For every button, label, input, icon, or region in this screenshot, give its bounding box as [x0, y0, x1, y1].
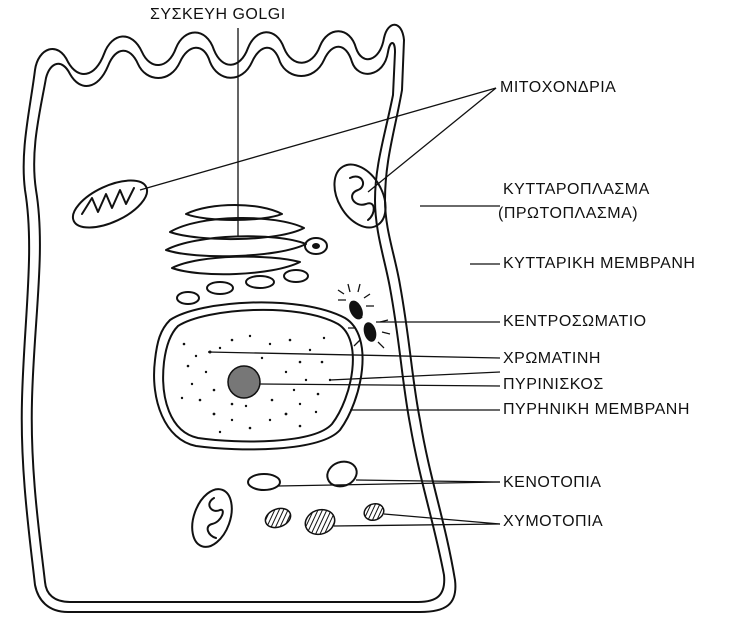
label-nucleolus: ΠΥΡΙΝΙΣΚΟΣ [503, 377, 604, 393]
label-vacuoles: ΚΕΝΟΤΟΠΙΑ [503, 475, 601, 491]
label-chymotopia: ΧΥΜΟΤΟΠΙΑ [503, 514, 603, 530]
label-nuclear-membrane: ΠΥΡΗΝΙΚΗ ΜΕΜΒΡΑΝΗ [503, 402, 690, 418]
label-chromatin: ΧΡΩΜΑΤΙΝΗ [503, 351, 601, 367]
sap-vacuole-1 [263, 505, 294, 531]
label-centrosome: ΚΕΝΤΡΟΣΩΜΑΤΙΟ [503, 314, 647, 330]
label-mitochondria: ΜΙΤΟΧΟΝΔΡΙΑ [500, 80, 616, 96]
mitochondrion-lower [185, 484, 239, 553]
leader-lines [140, 28, 500, 526]
vacuole-left [248, 474, 280, 490]
golgi-vesicle-dark [312, 243, 320, 249]
label-golgi: ΣΥΣΚΕΥΗ GOLGI [150, 7, 286, 23]
sap-vacuole-2 [302, 506, 338, 539]
sap-vacuole-3 [362, 501, 386, 523]
label-protoplasm: (ΠΡΩΤΟΠΛΑΣΜΑ) [498, 206, 638, 222]
centrosome [338, 284, 390, 348]
golgi-cisterna-4 [172, 257, 300, 275]
nucleolus [228, 366, 260, 398]
label-cytoplasm: ΚΥΤΤΑΡΟΠΛΑΣΜΑ [503, 182, 650, 198]
label-cell-membrane: ΚΥΤΤΑΡΙΚΗ ΜΕΜΒΡΑΝΗ [503, 256, 695, 272]
